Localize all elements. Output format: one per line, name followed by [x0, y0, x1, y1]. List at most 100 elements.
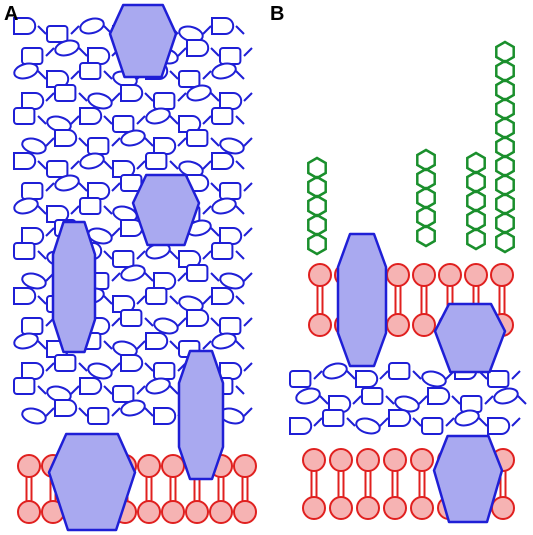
hexose-chain-icon: [495, 40, 515, 254]
sugar-unit: [145, 152, 168, 170]
glycosidic-link: [243, 182, 253, 192]
lipid-head-inner: [356, 496, 380, 520]
sugar-unit: [153, 362, 176, 380]
sugar-unit: [13, 107, 36, 125]
sugar-unit: [153, 137, 177, 155]
lipid-head-inner: [308, 313, 332, 337]
sugar-unit: [54, 399, 78, 417]
sugar-unit: [21, 362, 45, 380]
glycosidic-link: [103, 250, 113, 260]
glycosidic-link: [103, 205, 113, 215]
peptidoglycan-strand-icon: [21, 399, 253, 425]
lipid-head-outer: [383, 448, 407, 472]
sugar-unit: [487, 370, 510, 388]
sugar-unit: [211, 17, 235, 35]
lipid-head-inner: [161, 500, 185, 524]
glycosidic-link: [235, 295, 245, 305]
sugar-unit: [219, 47, 242, 65]
glycosidic-link: [136, 295, 146, 305]
glycosidic-link: [103, 70, 113, 80]
hexose-unit: [466, 208, 486, 232]
sugar-unit: [145, 332, 169, 350]
glycosidic-link: [210, 137, 220, 147]
lipid-head-outer: [17, 454, 41, 478]
sugar-unit: [21, 317, 44, 335]
glycosidic-link: [78, 362, 88, 372]
sugar-unit: [219, 92, 243, 110]
hexose-unit: [307, 156, 327, 180]
protein-layer: [47, 3, 507, 532]
glycosidic-link: [210, 47, 220, 57]
hexose-unit: [495, 211, 515, 235]
hexose-unit: [416, 224, 436, 248]
phospholipid-icon: [412, 263, 436, 337]
glycosidic-link: [103, 385, 113, 395]
glycosidic-link: [511, 417, 521, 427]
glycosidic-link: [243, 317, 253, 327]
glycosidic-link: [210, 227, 220, 237]
lipid-head-inner: [412, 313, 436, 337]
glycosidic-link: [136, 250, 146, 260]
hexose-unit: [495, 173, 515, 197]
glycosidic-link: [78, 137, 88, 147]
peptidoglycan-strand-icon: [289, 362, 521, 388]
glycosidic-link: [111, 137, 121, 147]
sugar-unit: [120, 264, 146, 282]
membrane-protein-icon: [51, 220, 97, 354]
sugar-unit: [79, 107, 103, 125]
glycosidic-link: [202, 340, 212, 350]
lipid-head-inner: [233, 500, 257, 524]
glycosidic-link: [243, 362, 253, 372]
glycosidic-link: [177, 47, 187, 57]
sugar-unit: [120, 399, 146, 417]
sugar-unit: [145, 107, 171, 125]
sugar-unit: [186, 264, 209, 282]
sugar-unit: [178, 70, 201, 88]
glycosidic-link: [144, 362, 154, 372]
membrane-protein-icon: [131, 173, 201, 247]
glycosidic-link: [484, 395, 494, 405]
lipid-head-inner: [386, 313, 410, 337]
glycosidic-link: [412, 417, 422, 427]
glycosidic-link: [202, 205, 212, 215]
glycosidic-link: [45, 227, 55, 237]
glycosidic-link: [37, 115, 47, 125]
phospholipid-icon: [383, 448, 407, 520]
sugar-unit: [211, 107, 234, 125]
glycosidic-link: [319, 395, 329, 405]
glycosidic-link: [202, 70, 212, 80]
glycosidic-link: [202, 295, 212, 305]
sugar-unit: [54, 39, 80, 57]
glycosidic-link: [136, 115, 146, 125]
peptidoglycan-layer: [13, 17, 527, 435]
glycosidic-link: [210, 317, 220, 327]
sugar-unit: [322, 409, 345, 427]
glycosidic-link: [45, 362, 55, 372]
glycosidic-link: [418, 395, 428, 405]
sugar-unit: [87, 182, 111, 200]
sugar-unit: [219, 227, 243, 245]
glycosidic-link: [144, 137, 154, 147]
glycosidic-link: [169, 250, 179, 260]
glycosidic-link: [313, 417, 323, 427]
sugar-unit: [13, 152, 37, 170]
sugar-unit: [54, 174, 80, 192]
phospholipid-icon: [308, 263, 332, 337]
sugar-unit: [421, 370, 447, 388]
sugar-unit: [112, 385, 135, 403]
hexose-unit: [307, 194, 327, 218]
sugar-unit: [46, 25, 69, 43]
glycosidic-link: [45, 47, 55, 57]
sugar-unit: [13, 197, 39, 215]
sugar-unit: [87, 407, 110, 425]
glycosidic-link: [235, 160, 245, 170]
glycosidic-link: [103, 340, 113, 350]
sugar-unit: [289, 417, 313, 435]
hexose-unit: [495, 230, 515, 254]
sugar-unit: [21, 227, 45, 245]
hexose-unit: [466, 170, 486, 194]
lipid-head-outer: [464, 263, 488, 287]
sugar-unit: [427, 387, 451, 405]
glycosidic-link: [412, 370, 422, 380]
